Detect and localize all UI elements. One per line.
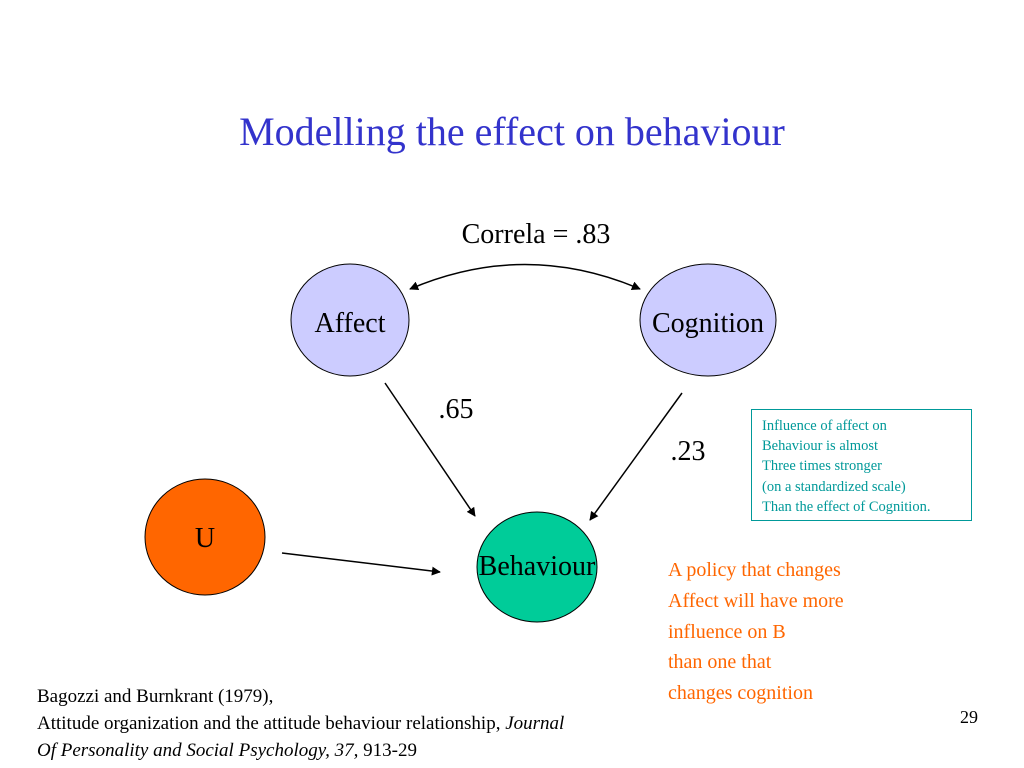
policy-line: influence on B <box>668 620 786 643</box>
policy-line: than one that <box>668 651 772 674</box>
u-node-label: U <box>195 523 215 554</box>
cognition-node-label: Cognition <box>652 308 764 339</box>
affect-node-label: Affect <box>315 308 386 339</box>
correlation-label: Correla = .83 <box>462 219 611 250</box>
correlation-arrow <box>409 263 641 290</box>
note-line: Than the effect of Cognition. <box>762 498 931 515</box>
note-line: Influence of affect on <box>762 418 887 434</box>
citation-authors: Bagozzi and Burnkrant (1979), <box>37 686 274 707</box>
affect-path-coefficient: .65 <box>439 394 474 425</box>
policy-line: Affect will have more <box>668 589 844 612</box>
citation-title-line: Attitude organization and the attitude b… <box>37 710 564 737</box>
note-line: (on a standardized scale) <box>762 478 906 495</box>
note-line: Behaviour is almost <box>762 438 878 455</box>
u-node <box>144 478 266 596</box>
citation: Bagozzi and Burnkrant (1979), Attitude o… <box>37 683 564 764</box>
behaviour-node-label: Behaviour <box>479 551 596 582</box>
citation-title: Attitude organization and the attitude b… <box>37 713 506 734</box>
u-to-behaviour-arrow <box>281 552 441 576</box>
affect-node <box>290 263 410 377</box>
influence-note-box: Influence of affect on Behaviour is almo… <box>751 409 972 521</box>
citation-pages: 913-29 <box>358 740 417 761</box>
policy-line: changes cognition <box>668 682 813 705</box>
slide-number: 29 <box>960 707 978 727</box>
citation-journal-line: Of Personality and Social Psychology, 37… <box>37 737 564 764</box>
slide-title: Modelling the effect on behaviour <box>239 109 785 154</box>
affect-to-behaviour-arrow <box>384 382 476 517</box>
behaviour-node <box>476 511 598 623</box>
cognition-node <box>639 263 777 377</box>
note-line: Three times stronger <box>762 458 882 475</box>
cognition-path-coefficient: .23 <box>671 436 706 467</box>
citation-journal: Journal <box>505 713 565 734</box>
policy-line: A policy that changes <box>668 559 841 581</box>
citation-journal-name: Of Personality and Social Psychology, 37… <box>37 740 359 761</box>
policy-note: A policy that changes Affect will have m… <box>668 555 844 709</box>
cognition-to-behaviour-arrow <box>589 392 683 521</box>
